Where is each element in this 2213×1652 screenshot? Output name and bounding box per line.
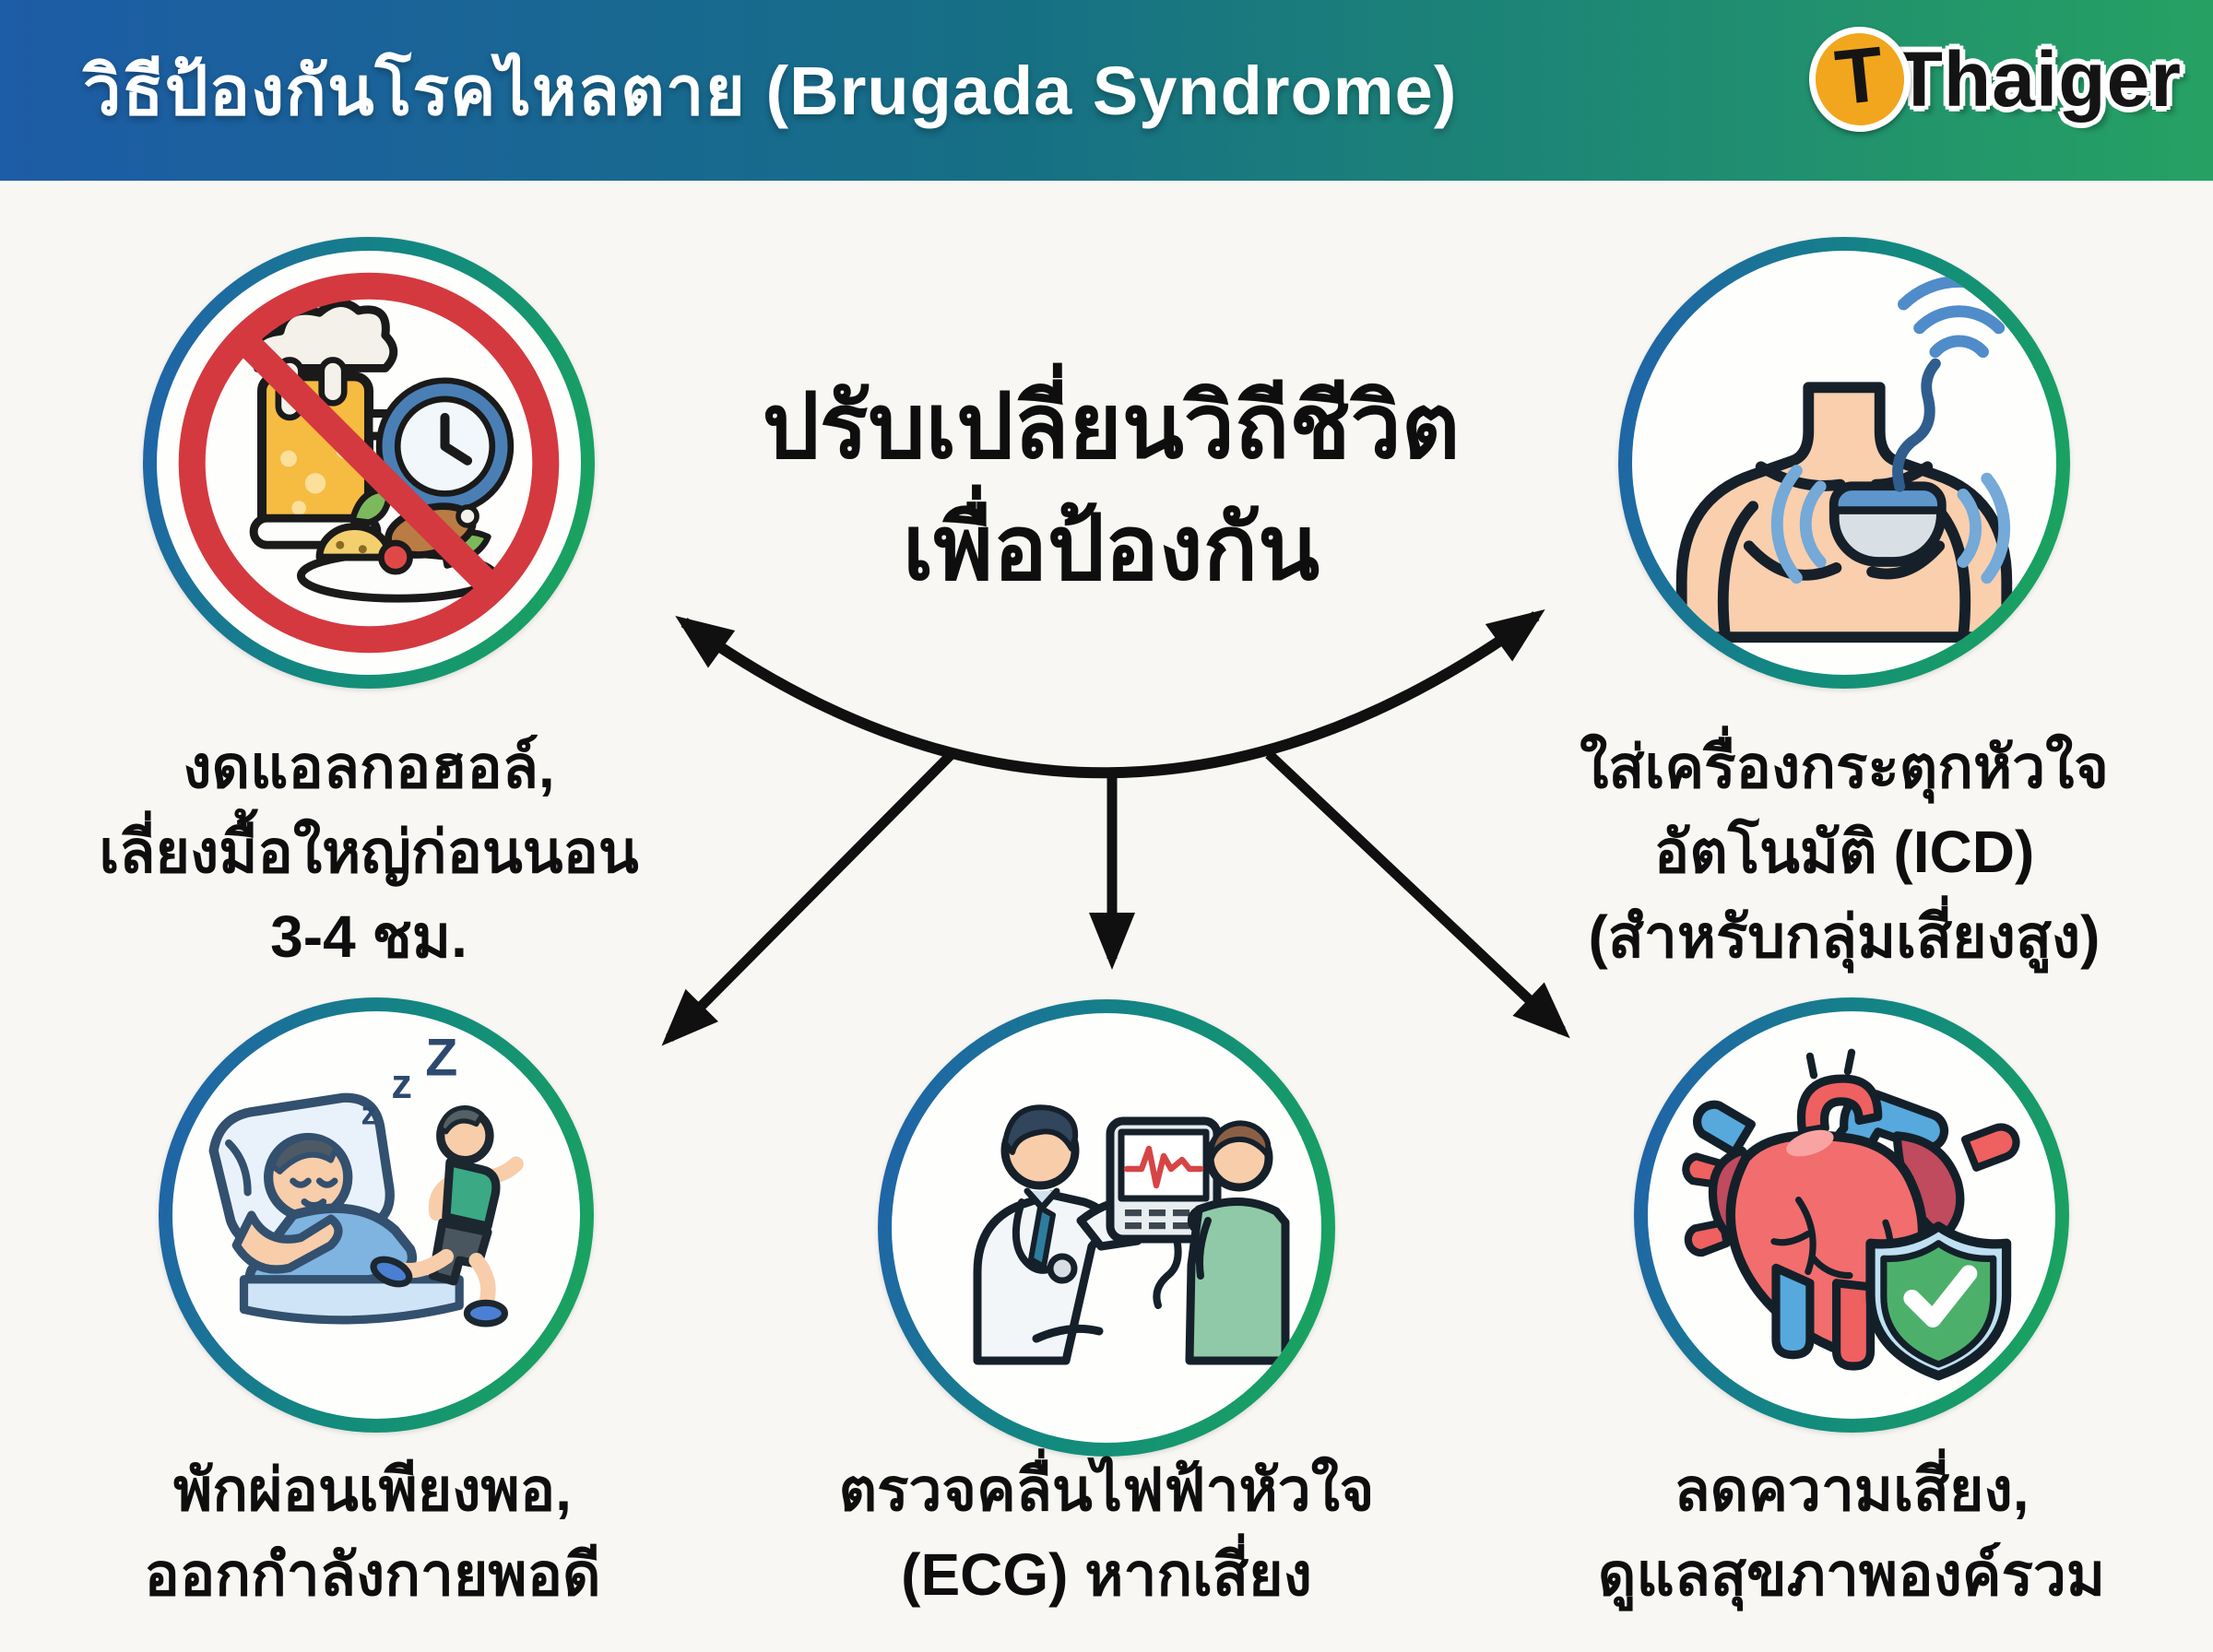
arrow-arc-top [675, 608, 1545, 779]
label-avoid-alcohol: งดแอลกอฮอล์, เลี่ยงมื้อใหญ่ก่อนนอน 3-4 ช… [99, 734, 639, 970]
center-title-line1: ปรับเปลี่ยนวิถีชีวิต [762, 375, 1461, 477]
label-rest-exercise: พักผ่อนเพียงพอ, ออกกำลังกายพอดี [144, 1457, 601, 1608]
thaiger-badge-letter: T [1830, 30, 1888, 122]
circle-ecg-check [878, 999, 1335, 1457]
circle-avoid-alcohol [143, 237, 595, 689]
heart-shield-icon [1682, 1048, 2020, 1381]
zzz-text: z [361, 1096, 377, 1132]
label-reduce-risk: ลดความเสี่ยง, ดูแลสุขภาพองค์รวม [1597, 1457, 2106, 1608]
sleep-exercise-icon: z z Z [208, 1028, 524, 1328]
circle-reduce-risk [1634, 997, 2069, 1433]
page-title: วิธีป้องกันโรคไหลตาย (Brugada Syndrome) [83, 53, 1458, 129]
zzz-text: Z [425, 1028, 457, 1087]
thaiger-brand-text: Thaiger [1895, 35, 2182, 123]
icd-implant-icon [1675, 275, 2021, 643]
thaiger-logo: T Thaiger [1803, 21, 2182, 137]
center-title: ปรับเปลี่ยนวิถีชีวิต เพื่อป้องกัน [645, 365, 1577, 608]
circle-rest-exercise: z z Z [159, 997, 594, 1433]
circle-icd-implant [1618, 237, 2070, 689]
label-icd-implant: ใส่เครื่องกระตุกหัวใจ อัตโนมัติ (ICD) (ส… [1580, 734, 2109, 970]
ecg-monitor-icon [973, 1104, 1290, 1365]
header-bar: วิธีป้องกันโรคไหลตาย (Brugada Syndrome) … [0, 0, 2213, 181]
center-title-line2: เพื่อป้องกัน [902, 497, 1320, 598]
no-alcohol-big-meal-icon [178, 272, 560, 654]
label-ecg-check: ตรวจคลื่นไฟฟ้าหัวใจ (ECG) หากเสี่ยง [838, 1457, 1375, 1608]
zzz-text: z [391, 1060, 412, 1107]
